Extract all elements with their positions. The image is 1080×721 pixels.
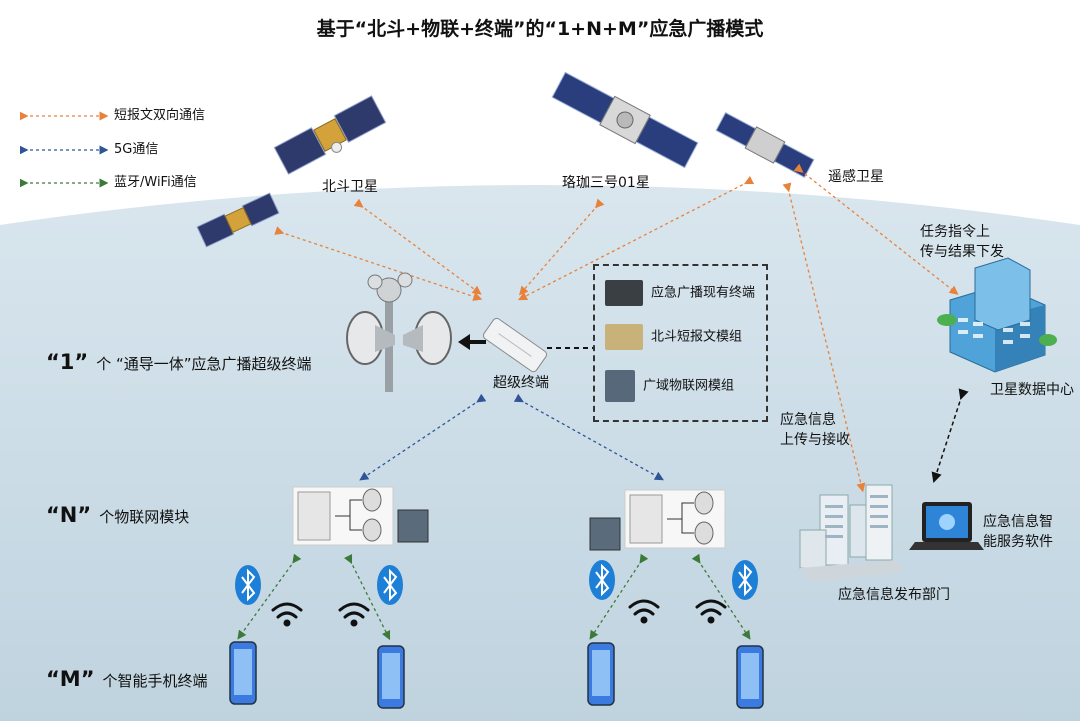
bluetooth-icon [589, 560, 615, 600]
module-label: 北斗短报文模组 [651, 329, 743, 345]
remote-sensing-satellite-icon [715, 112, 815, 178]
link-beidou-lower-super [274, 226, 483, 301]
software-label: 应急信息智 能服务软件 [983, 514, 1053, 550]
legend-line-green-icon [19, 177, 109, 188]
link-datacenter-dept [931, 388, 969, 483]
link-remote-super [517, 175, 755, 301]
legend-label: 5G通信 [114, 142, 159, 157]
iot-module-group-left-icon [292, 486, 429, 546]
beidou-satellite-upper-icon [273, 95, 387, 175]
tier-n-mark: “N” [46, 503, 92, 527]
legend-line-orange-icon [19, 110, 109, 121]
remote-sensing-satellite-label: 遥感卫星 [828, 169, 884, 185]
dept-label: 应急信息发布部门 [838, 587, 950, 603]
beidou-module-chip-icon [605, 324, 643, 350]
laptop-software-icon [909, 502, 984, 550]
bluetooth-icon [732, 560, 758, 600]
tier-m-text: 个智能手机终端 [102, 672, 208, 690]
smartphone-icon [587, 642, 615, 706]
arrow-to-tower-icon [458, 334, 486, 350]
department-buildings-icon [799, 484, 905, 582]
loudspeaker-tower-icon [346, 272, 452, 392]
iot-module-chip-icon [605, 370, 635, 402]
module-item-broadcast-terminal: 应急广播现有终端 [605, 280, 755, 306]
smartphone-icon [229, 641, 257, 705]
link-super-n-right [513, 393, 664, 481]
luojia-satellite-icon [551, 71, 699, 169]
super-terminal-device-icon [482, 317, 548, 373]
module-label: 广域物联网模组 [643, 378, 735, 394]
bluetooth-icon [377, 565, 403, 605]
iot-module-group-right-icon [589, 489, 726, 551]
smartphone-icon [736, 645, 764, 709]
broadcast-terminal-board-icon [605, 280, 643, 306]
tier-n-label: “N” 个物联网模块 [46, 503, 189, 527]
diagram-title: 基于“北斗+物联+终端”的“1+N+M”应急广播模式 [316, 18, 764, 40]
tier-one-text: 个 “通导一体”应急广播超级终端 [96, 355, 312, 373]
legend-label: 短报文双向通信 [114, 108, 206, 123]
module-label: 应急广播现有终端 [651, 285, 756, 301]
module-item-beidou: 北斗短报文模组 [605, 324, 742, 350]
link-n1-phone1 [237, 553, 302, 640]
wifi-icon [695, 599, 727, 624]
legend-item-bluetooth-wifi: 蓝牙/WiFi通信 [19, 171, 197, 190]
data-center-building-icon [937, 257, 1057, 373]
earth-surface [0, 185, 1080, 721]
tier-one-mark: “1” [46, 350, 89, 374]
super-terminal-label: 超级终端 [493, 375, 549, 391]
module-item-iot: 广域物联网模组 [605, 370, 734, 402]
wifi-icon [338, 602, 370, 627]
tier-one-label: “1” 个 “通导一体”应急广播超级终端 [46, 350, 312, 374]
legend-label: 蓝牙/WiFi通信 [114, 175, 197, 190]
bluetooth-icon [235, 565, 261, 605]
wifi-icon [628, 599, 660, 624]
legend-item-short-message: 短报文双向通信 [19, 104, 206, 123]
smartphone-icon [377, 645, 405, 709]
beidou-satellite-label: 北斗卫星 [322, 179, 378, 195]
legend-item-5g: 5G通信 [19, 138, 159, 157]
info-annotation: 应急信息 上传与接收 [780, 412, 850, 448]
beidou-satellite-lower-icon [196, 192, 280, 248]
uplink-annotation: 任务指令上 传与结果下发 [920, 224, 1004, 260]
tier-m-mark: “M” [46, 667, 95, 691]
luojia-satellite-label: 珞珈三号01星 [562, 175, 650, 191]
wifi-icon [271, 602, 303, 627]
tier-m-label: “M” 个智能手机终端 [46, 667, 208, 691]
link-n1-phone2 [343, 553, 391, 641]
tier-n-text: 个物联网模块 [99, 508, 190, 526]
legend-line-blue-icon [19, 144, 109, 155]
module-composition-box: 应急广播现有终端 北斗短报文模组 广域物联网模组 [593, 264, 768, 422]
data-center-label: 卫星数据中心 [990, 382, 1074, 398]
